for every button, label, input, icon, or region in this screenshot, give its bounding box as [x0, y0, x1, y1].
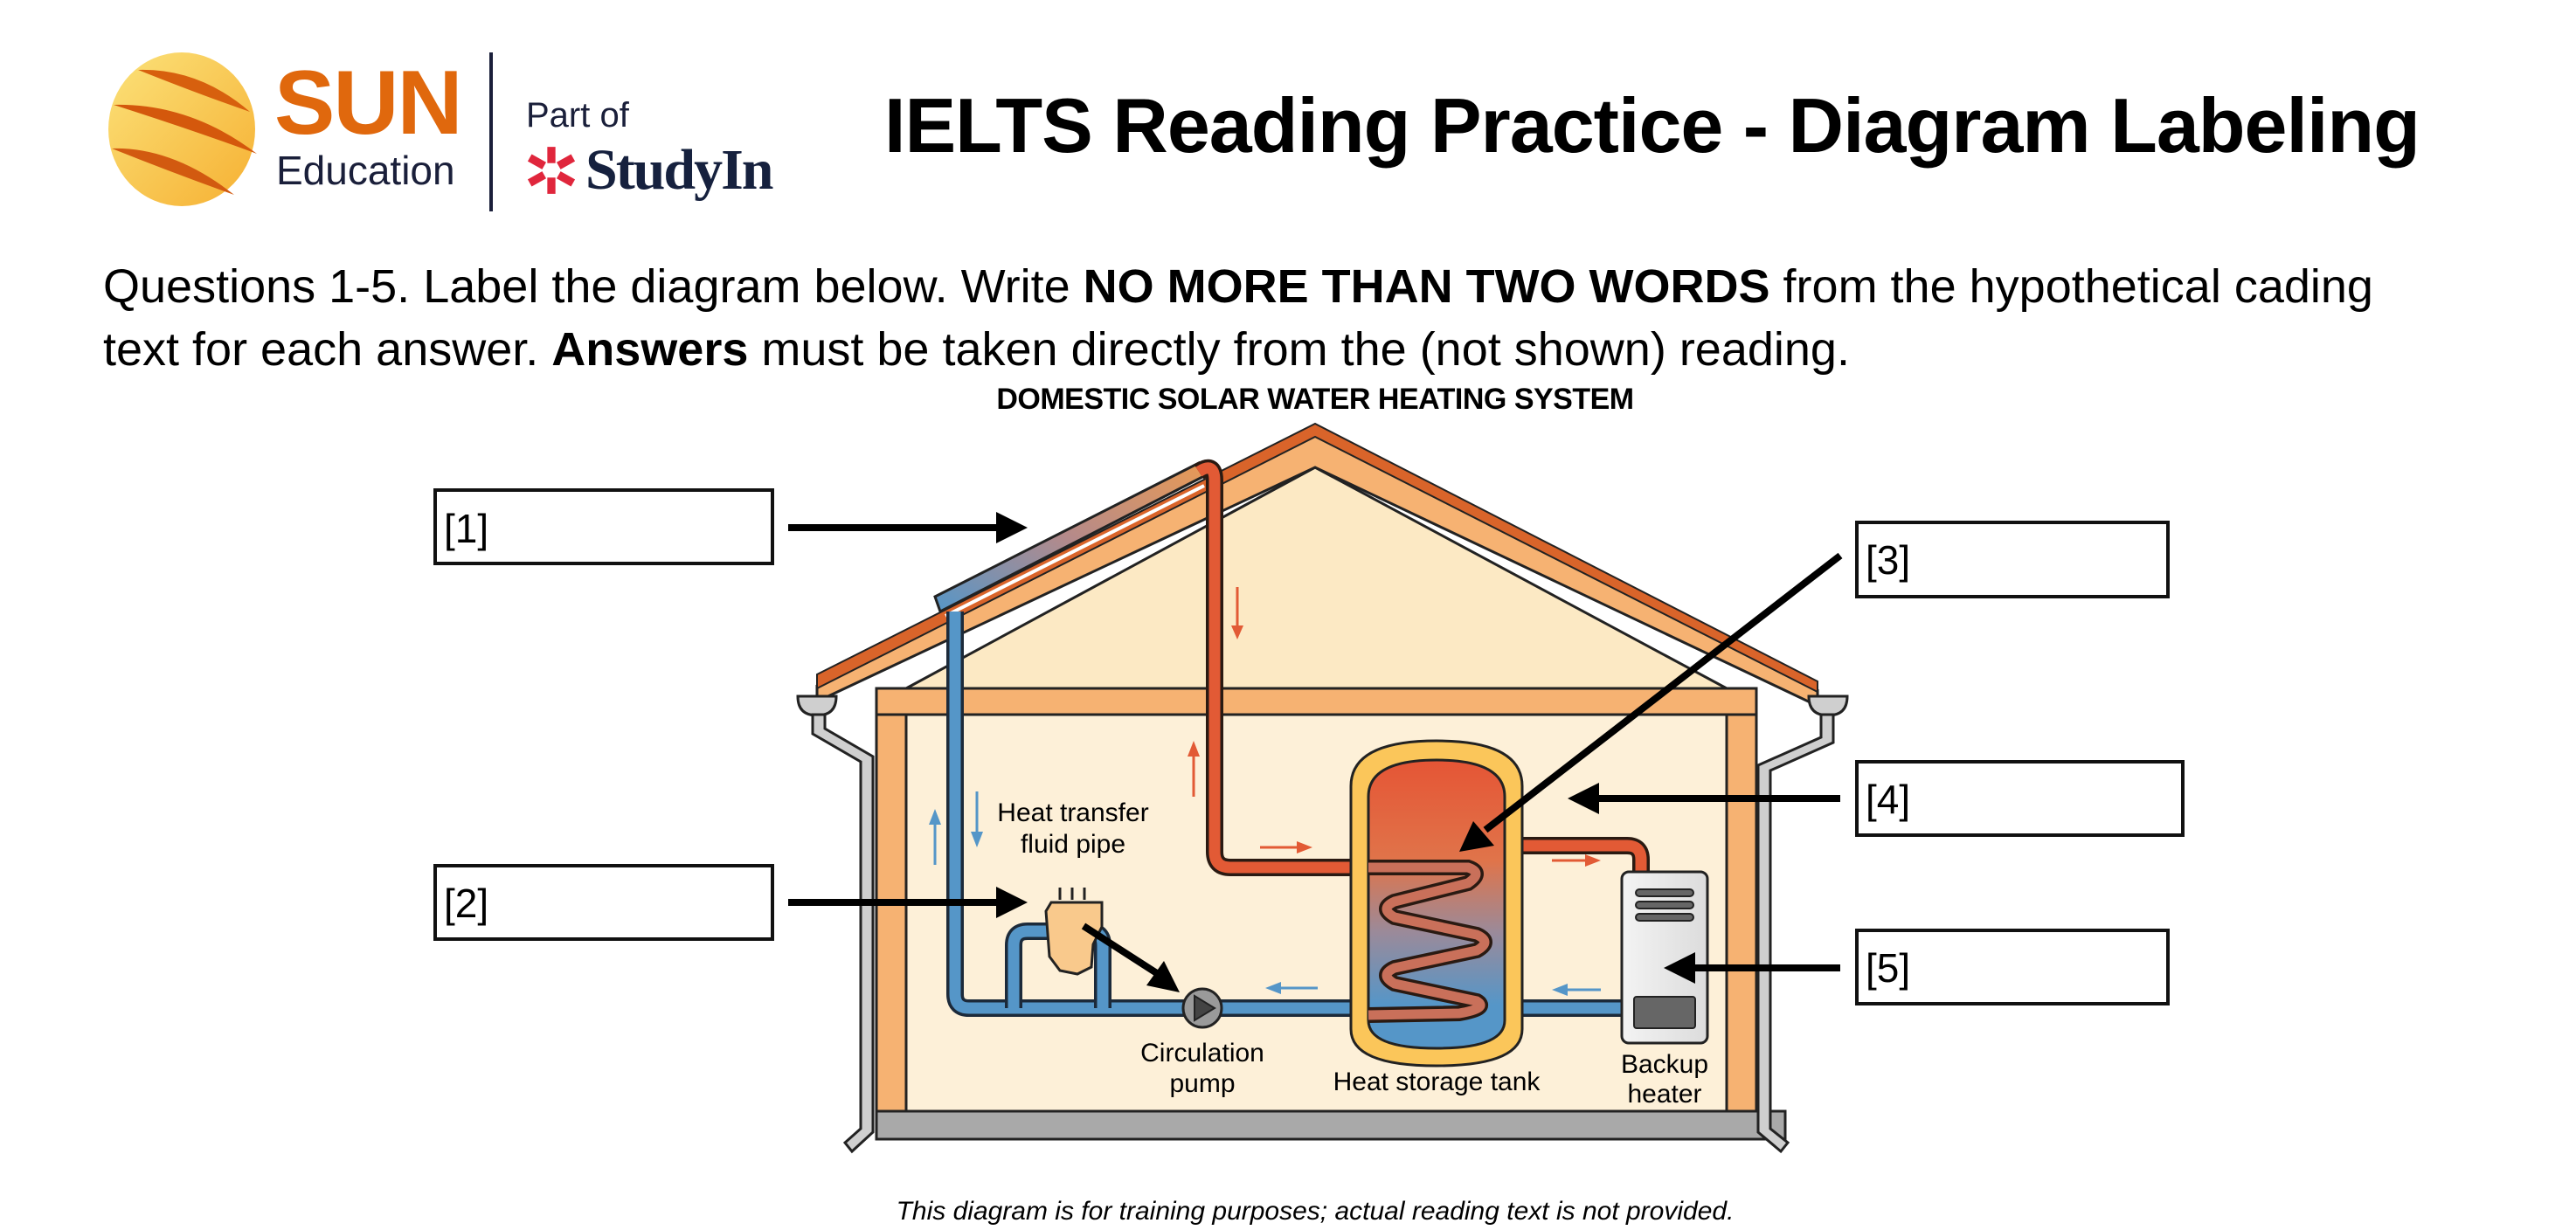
left-downspout: [811, 713, 875, 1154]
instr-text: text for each answer.: [103, 323, 552, 376]
pointer-arrow-4-head: [1568, 783, 1599, 814]
answer-box-4[interactable]: [4]: [1855, 760, 2185, 837]
flow-arrow-down-blue: [971, 791, 983, 847]
sun-logo-icon: [108, 52, 257, 206]
studyin-logo: StudyIn: [524, 138, 773, 202]
interior-room: [904, 713, 1728, 1113]
instructions-line-2: text for each answer. Answers must be ta…: [103, 318, 2550, 381]
instr-text: from the hypothetical cading: [1769, 260, 2373, 313]
label-pump-line2: pump: [1169, 1069, 1235, 1098]
left-gutter: [796, 694, 838, 717]
pointer-arrows: [788, 512, 1843, 992]
answer-box-2[interactable]: [2]: [433, 864, 774, 941]
pointer-arrow-2-head: [996, 887, 1028, 918]
flow-arrow-left-blue: [1265, 982, 1318, 994]
floor-slab: [875, 1109, 1787, 1141]
partner-prefix: Part of: [526, 96, 629, 135]
flow-arrow-right-red: [1260, 841, 1312, 853]
brand-sun: SUN: [274, 52, 463, 154]
pointer-arrow-3: [1483, 552, 1843, 833]
answer-box-3[interactable]: [3]: [1855, 521, 2170, 598]
flow-arrow-down-red: [1231, 587, 1243, 639]
pointer-arrow-5-head: [1664, 952, 1695, 984]
backup-heater: [1620, 870, 1709, 1045]
answer-box-3-label: [3]: [1866, 537, 1910, 583]
label-fluid-pipe-line1: Heat transfer: [997, 798, 1148, 827]
hot-pipe: [1194, 459, 1411, 876]
flow-arrow-right-red-2: [1552, 854, 1601, 867]
hot-outlet-pipe: [1505, 837, 1650, 872]
diagram-title: DOMESTIC SOLAR WATER HEATING SYSTEM: [996, 383, 1634, 416]
heat-storage-tank: [1349, 739, 1524, 1068]
instr-emphasis: Answers: [551, 323, 749, 376]
flow-arrow-up-blue: [929, 809, 941, 865]
expansion-valve: [1044, 888, 1104, 976]
house: [796, 422, 1849, 1154]
pointer-arrow-3-head: [1459, 821, 1494, 852]
pointer-arrow-1-head: [996, 512, 1028, 543]
partner-name: StudyIn: [585, 138, 773, 202]
label-tank: Heat storage tank: [1333, 1068, 1541, 1096]
answer-box-5-label: [5]: [1866, 945, 1910, 991]
flow-arrow-up-red: [1188, 741, 1200, 797]
ceiling-beam: [875, 687, 1758, 716]
asterisk-icon: [527, 147, 576, 194]
roof-edge: [816, 422, 1818, 694]
circulation-pump: [1181, 987, 1223, 1029]
pointer-arrow-2b-head: [1146, 961, 1180, 992]
right-downspout: [1756, 713, 1835, 1154]
label-heater-line1: Backup: [1621, 1050, 1708, 1079]
page-title: IELTS Reading Practice - Diagram Labelin…: [884, 82, 2420, 169]
instr-emphasis: NO MORE THAN TWO WORDS: [1083, 260, 1770, 313]
answer-box-4-label: [4]: [1866, 777, 1910, 822]
answer-box-5[interactable]: [5]: [1855, 929, 2170, 1005]
label-heater-line2: heater: [1627, 1080, 1701, 1109]
label-fluid-pipe-line2: fluid pipe: [1021, 830, 1125, 859]
instructions: Questions 1-5. Label the diagram below. …: [103, 255, 2550, 381]
footnote: This diagram is for training purposes; a…: [896, 1197, 1735, 1226]
brand-education: Education: [276, 148, 455, 193]
instr-text: must be taken directly from the (not sho…: [748, 323, 1850, 376]
answer-box-1[interactable]: [1]: [433, 488, 774, 565]
instr-text: Questions 1-5. Label the diagram below. …: [103, 260, 1084, 313]
label-pump-line1: Circulation: [1140, 1039, 1264, 1068]
flow-arrows: [929, 587, 1601, 996]
answer-box-1-label: [1]: [444, 506, 488, 551]
flow-arrow-left-blue-2: [1552, 984, 1601, 996]
brand-divider: [489, 52, 493, 211]
answer-box-2-label: [2]: [444, 881, 488, 926]
pointer-arrow-2b: [1081, 922, 1165, 980]
right-wall: [1725, 688, 1758, 1113]
instructions-line-1: Questions 1-5. Label the diagram below. …: [103, 255, 2550, 318]
right-gutter: [1807, 694, 1849, 717]
